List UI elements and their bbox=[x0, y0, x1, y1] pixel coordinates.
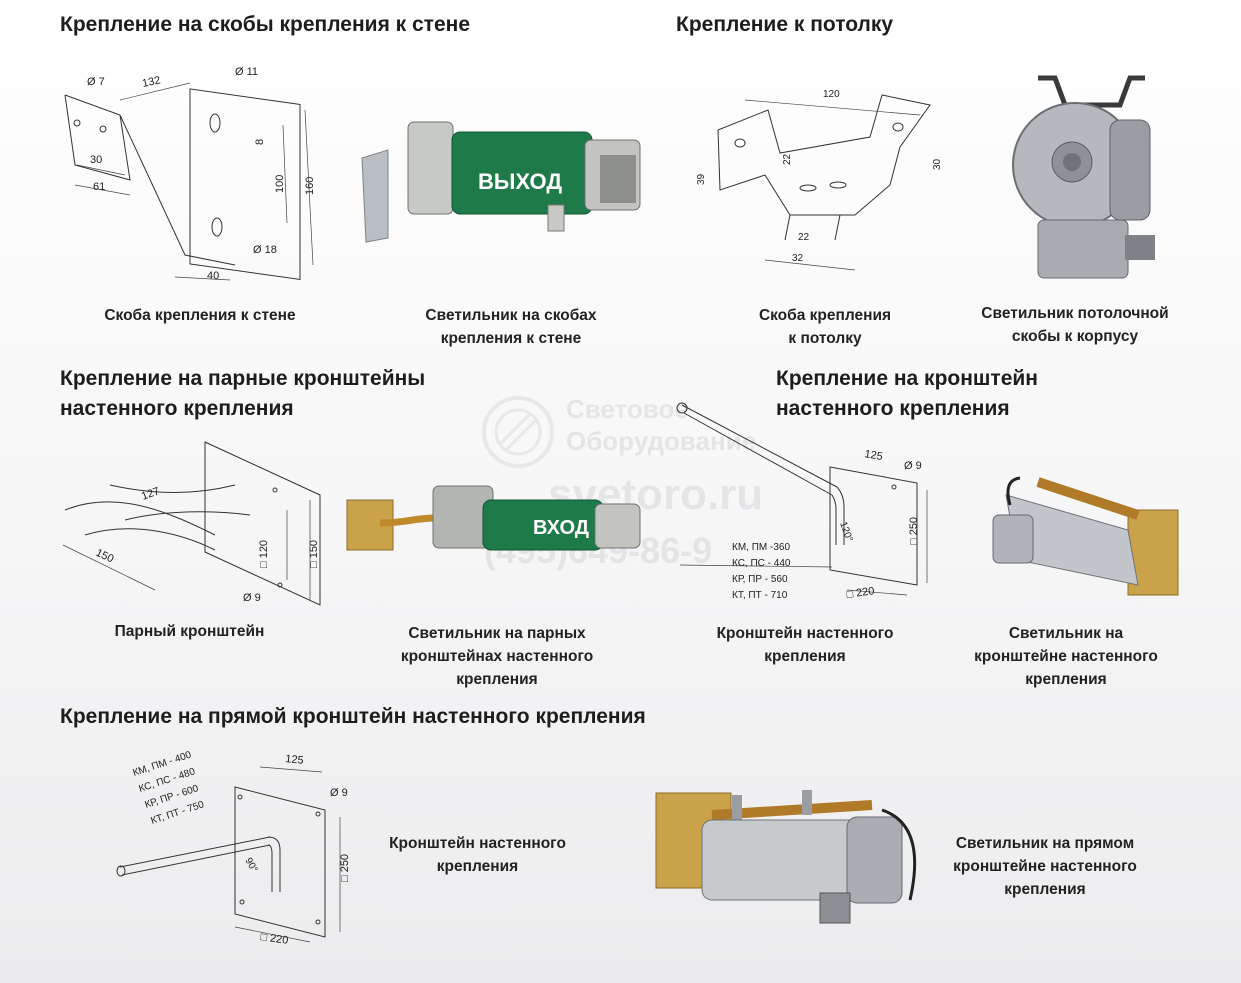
caption-lamp-straight: Светильник на прямом кронштейне настенно… bbox=[925, 832, 1165, 901]
caption-lamp-wall-clips: Светильник на скобах крепления к стене bbox=[378, 304, 644, 350]
dim-d9: Ø 9 bbox=[243, 592, 261, 604]
caption-wall-bracket-line2: крепления bbox=[764, 648, 846, 665]
dim-s250: □ 250 bbox=[339, 854, 351, 882]
dim-8: 8 bbox=[254, 139, 266, 145]
caption-lamp-paired-line1: Светильник на парных bbox=[408, 625, 586, 642]
dim-132: 132 bbox=[141, 74, 161, 90]
caption-wall-clip: Скоба крепления к стене bbox=[104, 307, 296, 324]
dim-125: 125 bbox=[285, 753, 305, 767]
caption-lamp-wall-bracket-line3: крепления bbox=[1025, 671, 1107, 688]
caption-ceiling-lamp: Светильник потолочной скобы к корпусу bbox=[955, 302, 1195, 348]
caption-lamp-straight-line2: кронштейне настенного bbox=[953, 858, 1137, 875]
dim-d18: Ø 18 bbox=[253, 244, 277, 256]
dim-125: 125 bbox=[863, 448, 883, 463]
dim-150a: 150 bbox=[94, 547, 116, 566]
caption-ceiling-clip-line1: Скоба крепления bbox=[758, 307, 892, 324]
dim-angle-90: 90° bbox=[242, 856, 259, 875]
wall-bracket-lamp-image bbox=[992, 476, 1179, 596]
caption-lamp-paired: Светильник на парных кронштейнах настенн… bbox=[372, 622, 622, 691]
dim-127: 127 bbox=[140, 485, 161, 503]
model-line3: КР, ПР - 560 bbox=[732, 574, 788, 585]
caption-ceiling-clip: Скоба крепления к потолку bbox=[720, 304, 930, 350]
dim-160: 160 bbox=[304, 177, 316, 195]
caption-lamp-straight-line1: Светильник на прямом bbox=[955, 835, 1135, 852]
watermark-line1: Световое bbox=[566, 394, 689, 424]
exit-lamp-image: ВЫХОД bbox=[361, 121, 641, 243]
watermark-logo-icon bbox=[482, 396, 554, 468]
heading-straight-bracket: Крепление на прямой кронштейн настенного… bbox=[60, 705, 646, 728]
watermark-line2: Оборудование bbox=[566, 426, 757, 456]
dim-s120: □ 120 bbox=[258, 540, 270, 568]
dim-d11: Ø 11 bbox=[235, 66, 258, 78]
caption-lamp-wall-bracket-line1: Светильник на bbox=[1008, 625, 1124, 642]
dim-30: 30 bbox=[90, 154, 102, 166]
ceiling-lamp-image bbox=[1012, 75, 1155, 279]
caption-paired-bracket: Парный кронштейн bbox=[114, 623, 265, 640]
caption-lamp-wall-clips-line2: крепления к стене bbox=[440, 330, 582, 347]
caption-lamp-wall-clips-line1: Светильник на скобах bbox=[425, 307, 597, 324]
caption-straight-bracket-line1: Кронштейн настенного bbox=[389, 835, 566, 852]
paired-bracket-drawing: 127 150 □ 120 □ 150 Ø 9 bbox=[62, 441, 321, 606]
caption-straight-bracket: Кронштейн настенного крепления bbox=[365, 832, 590, 878]
heading-wall-bracket-1: Крепление на кронштейн bbox=[776, 367, 1038, 390]
heading-paired-brackets-2: настенного крепления bbox=[60, 397, 294, 420]
ceiling-clip-drawing: 120 30 39 22 22 32 bbox=[696, 89, 943, 271]
caption-ceiling-lamp-line1: Светильник потолочной bbox=[981, 305, 1169, 322]
straight-bracket-drawing: 125 Ø 9 90° □ 250 □ 220 КМ, ПМ - 400 КС,… bbox=[116, 749, 351, 947]
dim-s220: □ 220 bbox=[846, 585, 875, 601]
caption-lamp-wall-bracket-line2: кронштейне настенного bbox=[974, 648, 1158, 665]
dim-40: 40 bbox=[207, 270, 219, 282]
caption-lamp-paired-line3: крепления bbox=[456, 671, 538, 688]
dim-s150: □ 150 bbox=[308, 540, 320, 568]
caption-lamp-wall-bracket: Светильник на кронштейне настенного креп… bbox=[950, 622, 1182, 691]
caption-ceiling-clip-line2: к потолку bbox=[788, 330, 862, 347]
dim-angle-120: 120° bbox=[837, 520, 854, 543]
dim-22b: 22 bbox=[798, 232, 810, 243]
wall-clip-drawing: Ø 7 132 Ø 11 30 61 8 100 160 Ø 18 40 bbox=[64, 66, 316, 282]
exit-label: ВЫХОД bbox=[478, 169, 562, 194]
caption-wall-bracket: Кронштейн настенного крепления bbox=[690, 622, 920, 668]
entrance-label: ВХОД bbox=[533, 517, 589, 539]
dim-120: 120 bbox=[823, 89, 840, 100]
heading-ceiling: Крепление к потолку bbox=[676, 13, 894, 36]
dim-39: 39 bbox=[696, 173, 707, 185]
wall-bracket-drawing: 125 Ø 9 120° □ 250 □ 220 КМ, ПМ -360 КС,… bbox=[676, 402, 928, 601]
heading-wall-bracket-2: настенного крепления bbox=[776, 397, 1010, 420]
dim-d7: Ø 7 bbox=[87, 76, 105, 88]
dim-32: 32 bbox=[792, 253, 804, 264]
caption-wall-bracket-line1: Кронштейн настенного bbox=[716, 625, 894, 642]
dim-22a: 22 bbox=[782, 153, 793, 165]
model-line1: КМ, ПМ -360 bbox=[732, 542, 790, 553]
dim-s250: □ 250 bbox=[908, 517, 920, 545]
entrance-lamp-image: ВХОД bbox=[346, 485, 641, 551]
dim-d9: Ø 9 bbox=[904, 460, 922, 472]
dim-30: 30 bbox=[932, 158, 943, 170]
dim-s220: □ 220 bbox=[260, 931, 289, 947]
heading-paired-brackets-1: Крепление на парные кронштейны bbox=[60, 367, 426, 390]
caption-straight-bracket-line2: крепления bbox=[436, 858, 519, 875]
caption-ceiling-lamp-line2: скобы к корпусу bbox=[1011, 328, 1139, 345]
dim-61: 61 bbox=[93, 181, 105, 193]
model-line4: КТ, ПТ - 710 bbox=[732, 590, 788, 601]
heading-wall-clips: Крепление на скобы крепления к стене bbox=[60, 13, 471, 36]
model-line2: КС, ПС - 440 bbox=[732, 558, 791, 569]
dim-100: 100 bbox=[274, 175, 286, 193]
caption-lamp-straight-line3: крепления bbox=[1004, 881, 1086, 898]
dim-d9: Ø 9 bbox=[330, 787, 348, 799]
caption-lamp-paired-line2: кронштейнах настенного bbox=[400, 648, 594, 665]
straight-bracket-lamp-image bbox=[655, 790, 917, 924]
